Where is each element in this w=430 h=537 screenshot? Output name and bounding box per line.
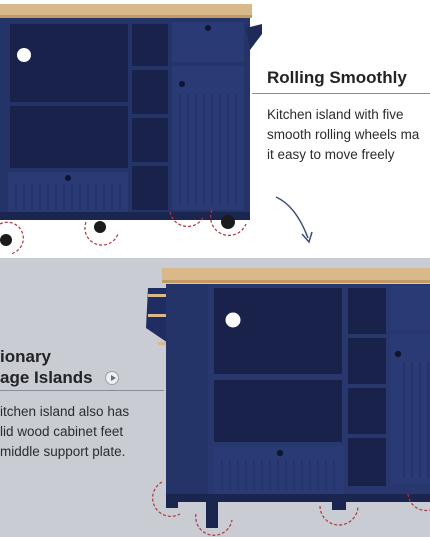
kitchen-island-bottom-image [146, 268, 430, 536]
cord-hole [17, 48, 31, 62]
cord-hole [225, 312, 241, 328]
play-icon [105, 371, 119, 385]
description-line-3: it easy to move freely [267, 147, 395, 162]
heading-divider [252, 93, 430, 94]
kitchen-island-top-image [0, 4, 313, 255]
countertop [162, 268, 430, 282]
wheel-callouts [0, 209, 247, 255]
section-heading: Rolling Smoothly [267, 68, 407, 87]
heading-divider [0, 390, 164, 391]
description-line-2: lid wood cabinet feet [0, 424, 124, 439]
countertop [0, 4, 252, 18]
pointer-arrow [275, 196, 309, 239]
section-heading-line-2: age Islands [0, 368, 93, 387]
foot-callouts [152, 481, 430, 536]
description-line-1: itchen island also has [0, 404, 130, 419]
top-panel: Rolling Smoothly Kitchen island with fiv… [0, 0, 430, 258]
section-heading-line-1: ionary [0, 347, 52, 366]
description-line-3: middle support plate. [0, 444, 126, 459]
cabinet-door [390, 334, 430, 484]
description-line-2: smooth rolling wheels ma [267, 127, 420, 142]
cabinet-door [172, 66, 244, 210]
bottom-panel: ionary age Islands itchen island also ha… [0, 258, 430, 537]
description-line-1: Kitchen island with five [267, 107, 404, 122]
